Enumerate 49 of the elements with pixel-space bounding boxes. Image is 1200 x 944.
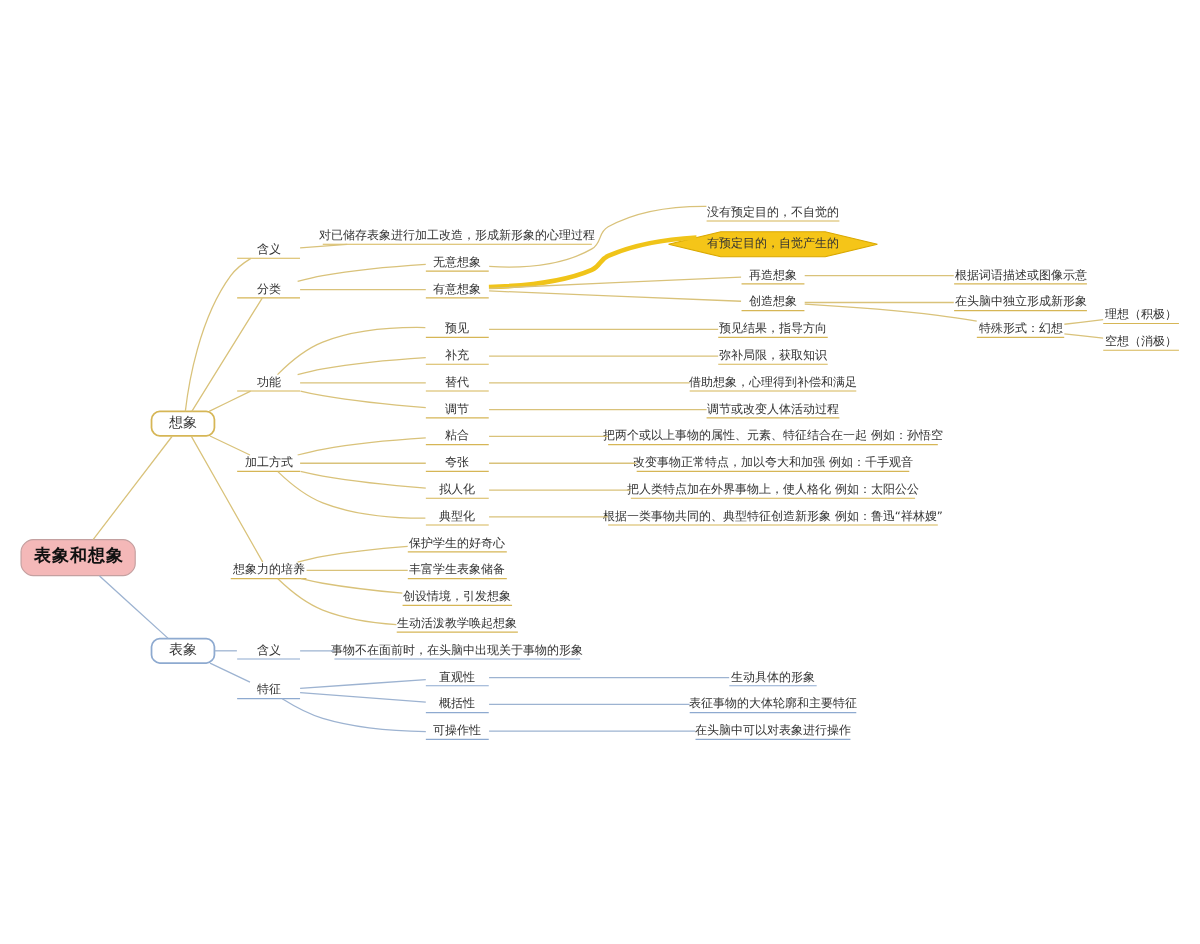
connector <box>297 356 427 376</box>
connector <box>209 662 251 683</box>
connector <box>299 679 427 689</box>
connector <box>98 575 169 640</box>
connector <box>488 205 708 268</box>
connector <box>277 578 398 626</box>
connector <box>488 290 742 302</box>
connector <box>1063 319 1104 325</box>
connector <box>299 390 427 409</box>
connector <box>299 650 335 652</box>
connector <box>214 650 238 652</box>
connector <box>804 303 978 322</box>
node-box: 表象和想象 <box>20 538 136 577</box>
connector <box>488 235 697 290</box>
connector <box>276 326 426 376</box>
connector <box>209 435 251 456</box>
connector <box>488 462 638 464</box>
connector <box>804 275 955 277</box>
connector <box>488 382 691 384</box>
connector <box>488 435 609 438</box>
connector <box>299 382 427 384</box>
connector <box>488 489 632 491</box>
connector <box>488 355 719 357</box>
connector <box>488 328 719 330</box>
connector <box>488 703 691 706</box>
connector <box>297 437 427 456</box>
connector <box>297 263 427 283</box>
connector <box>804 301 955 304</box>
connector <box>208 390 252 413</box>
connector <box>488 516 609 518</box>
connector <box>299 243 348 249</box>
connector <box>281 698 427 733</box>
connector <box>299 462 427 464</box>
connector <box>305 569 409 572</box>
connector <box>184 257 252 412</box>
connector <box>300 578 403 594</box>
connector <box>297 545 409 563</box>
connector <box>277 470 426 519</box>
connector <box>299 470 427 489</box>
connector <box>1063 333 1104 339</box>
connector <box>92 435 173 541</box>
connector <box>190 435 264 563</box>
connector <box>299 692 427 703</box>
connector <box>488 276 742 289</box>
connector <box>488 730 696 732</box>
connector <box>299 289 427 291</box>
connector <box>191 297 263 412</box>
connector <box>488 409 708 411</box>
connector <box>488 676 730 679</box>
